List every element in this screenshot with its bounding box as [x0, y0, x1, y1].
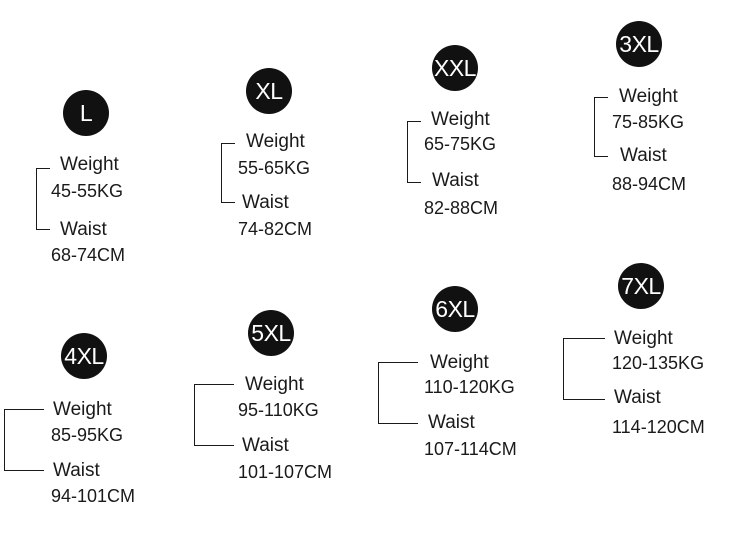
size-block-xl: XL Weight 55-65KG Waist 74-82CM — [0, 0, 312, 239]
size-badge: 4XL — [61, 333, 107, 379]
size-badge: XL — [246, 68, 292, 114]
size-badge: 7XL — [618, 263, 664, 309]
bracket-line — [563, 338, 605, 400]
weight-label: Weight — [431, 109, 490, 130]
size-badge: L — [63, 90, 109, 136]
weight-value: 120-135KG — [612, 353, 705, 373]
bracket-line — [594, 97, 608, 157]
waist-label: Waist — [428, 412, 475, 433]
weight-value: 95-110KG — [238, 400, 319, 420]
waist-value: 82-88CM — [424, 198, 499, 218]
weight-label: Weight — [619, 86, 678, 107]
size-block-3xl: 3XL Weight 75-85KG Waist 88-94CM — [0, 0, 686, 194]
bracket-line — [221, 143, 235, 203]
bracket-line — [194, 384, 234, 446]
weight-value: 75-85KG — [612, 112, 685, 132]
waist-value: 107-114CM — [424, 439, 517, 459]
size-badge: 3XL — [616, 21, 662, 67]
weight-value: 45-55KG — [51, 181, 124, 201]
bracket-line — [36, 168, 50, 230]
waist-value: 101-107CM — [238, 462, 333, 482]
weight-value: 85-95KG — [51, 425, 124, 445]
size-badge: XXL — [432, 45, 478, 91]
size-badge: 6XL — [432, 286, 478, 332]
waist-value: 94-101CM — [51, 486, 136, 506]
weight-label: Weight — [53, 399, 112, 420]
waist-label: Waist — [432, 170, 479, 191]
weight-value: 65-75KG — [424, 134, 497, 154]
size-block-4xl: 4XL Weight 85-95KG Waist 94-101CM — [0, 0, 135, 506]
bracket-line — [4, 409, 44, 471]
waist-label: Waist — [53, 460, 100, 481]
weight-value: 110-120KG — [424, 377, 515, 397]
waist-value: 68-74CM — [51, 245, 126, 265]
size-block-5xl: 5XL Weight 95-110KG Waist 101-107CM — [0, 0, 332, 482]
waist-label: Waist — [242, 192, 289, 213]
size-block-l: L Weight 45-55KG Waist 68-74CM — [0, 0, 125, 265]
weight-label: Weight — [246, 131, 305, 152]
waist-label: Waist — [620, 145, 667, 166]
weight-value: 55-65KG — [238, 158, 311, 178]
waist-value: 74-82CM — [238, 219, 313, 239]
weight-label: Weight — [60, 154, 119, 175]
weight-label: Weight — [245, 374, 304, 395]
waist-label: Waist — [614, 387, 661, 408]
waist-value: 88-94CM — [612, 174, 687, 194]
waist-value: 114-120CM — [612, 417, 705, 437]
weight-label: Weight — [430, 352, 489, 373]
waist-label: Waist — [60, 219, 107, 240]
size-badge: 5XL — [248, 310, 294, 356]
bracket-line — [378, 362, 418, 424]
weight-label: Weight — [614, 328, 673, 349]
size-block-xxl: XXL Weight 65-75KG Waist 82-88CM — [0, 0, 498, 218]
size-block-7xl: 7XL Weight 120-135KG Waist 114-120CM — [0, 0, 705, 437]
waist-label: Waist — [242, 435, 289, 456]
size-block-6xl: 6XL Weight 110-120KG Waist 107-114CM — [0, 0, 517, 459]
bracket-line — [407, 121, 421, 183]
